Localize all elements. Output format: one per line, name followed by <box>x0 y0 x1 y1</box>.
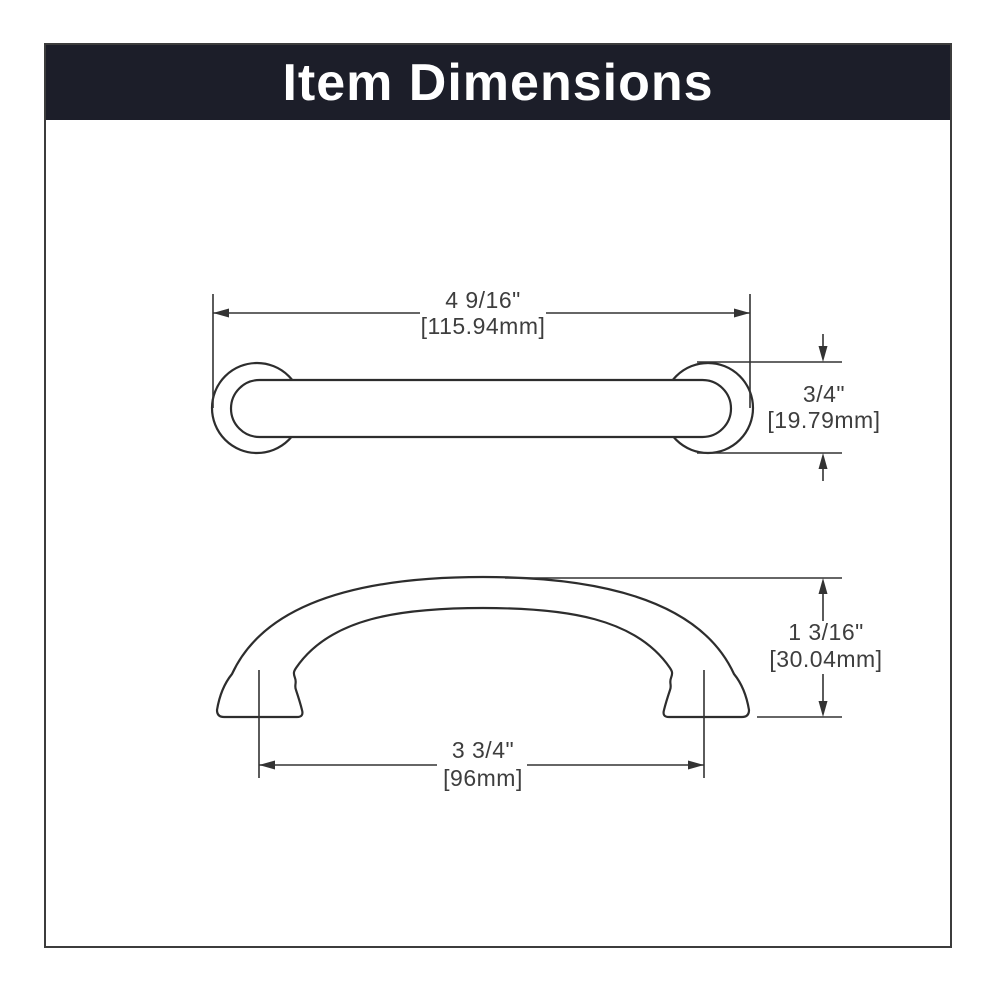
dim-height-extension-lines <box>505 577 842 718</box>
arrow-left-icon <box>259 760 275 770</box>
dim-depth-inches: 3/4" <box>803 381 845 407</box>
dim-height-inches: 1 3/16" <box>788 619 864 645</box>
dim-depth: 3/4" [19.79mm] <box>697 334 880 481</box>
dim-depth-mm: [19.79mm] <box>767 407 880 433</box>
dim-center-to-center: 3 3/4" [96mm] <box>258 670 705 791</box>
arrow-down-icon <box>818 346 828 362</box>
arrow-left-icon <box>213 308 229 318</box>
content-frame: Item Dimensions <box>44 43 952 948</box>
top-view-drawing <box>210 361 755 455</box>
handle-bar <box>229 378 733 439</box>
arrow-right-icon <box>734 308 750 318</box>
arrow-up-icon <box>818 453 828 469</box>
dim-cc-mm: [96mm] <box>443 765 523 791</box>
page-title: Item Dimensions <box>282 53 714 112</box>
dim-height-mm: [30.04mm] <box>769 646 882 672</box>
dim-cc-extension-lines <box>258 670 705 778</box>
dim-cc-inches: 3 3/4" <box>452 737 514 763</box>
dim-height: 1 3/16" [30.04mm] <box>505 577 882 718</box>
dim-overall-mm: [115.94mm] <box>421 313 546 339</box>
arrow-right-icon <box>688 760 704 770</box>
side-view-drawing <box>215 575 751 719</box>
arrow-up-icon <box>818 578 828 594</box>
arrow-down-icon <box>818 701 828 717</box>
dim-overall-length: 4 9/16" [115.94mm] <box>212 287 751 408</box>
dim-depth-extension-lines <box>697 361 842 454</box>
header-band: Item Dimensions <box>46 45 950 120</box>
dim-overall-inches: 4 9/16" <box>445 287 521 313</box>
handle-profile <box>215 575 751 719</box>
